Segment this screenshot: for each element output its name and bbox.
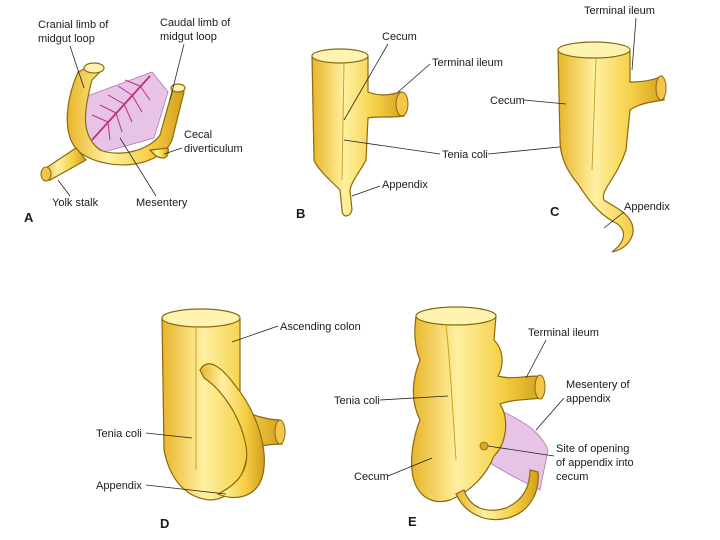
panel-c: C Terminal ileum Cecum Appendix bbox=[490, 5, 670, 253]
cecum-top-b bbox=[311, 48, 369, 64]
label-cranial-limb-2: midgut loop bbox=[38, 33, 95, 45]
label-appendix-b: Appendix bbox=[382, 179, 428, 191]
label-tenia-coli-bc: Tenia coli bbox=[442, 149, 488, 161]
label-caudal-limb-1: Caudal limb of bbox=[160, 17, 231, 29]
label-mesentery-appendix-2: appendix bbox=[566, 393, 611, 405]
label-terminal-ileum-b: Terminal ileum bbox=[432, 57, 503, 69]
ileum-end-e bbox=[534, 374, 546, 400]
label-terminal-ileum-c: Terminal ileum bbox=[584, 5, 655, 17]
colon-shape-d bbox=[161, 317, 283, 501]
cecum-top-c bbox=[557, 41, 631, 59]
label-ascending-colon: Ascending colon bbox=[280, 321, 361, 333]
label-cecal-diverticulum-1: Cecal bbox=[184, 129, 212, 141]
cecum-shape-c bbox=[557, 49, 665, 253]
cranial-limb-end bbox=[83, 62, 105, 74]
label-cecum-b: Cecum bbox=[382, 31, 417, 43]
cecum-shape-b bbox=[311, 55, 405, 217]
label-cecal-diverticulum-2: diverticulum bbox=[184, 143, 243, 155]
panel-a: A Cranial limb of midgut loop Caudal lim… bbox=[24, 17, 243, 225]
panel-e: E Terminal ileum Mesentery of appendix T… bbox=[334, 306, 634, 529]
label-site-opening-1: Site of opening bbox=[556, 443, 629, 455]
panel-letter-a: A bbox=[24, 210, 34, 225]
colon-shape-e bbox=[411, 315, 543, 502]
ileum-end-b bbox=[395, 91, 409, 117]
label-tenia-coli-e: Tenia coli bbox=[334, 395, 380, 407]
panel-letter-e: E bbox=[408, 514, 417, 529]
mesentery-vessels bbox=[91, 75, 151, 141]
yolk-stalk-end bbox=[40, 166, 52, 182]
label-site-opening-3: cecum bbox=[556, 471, 588, 483]
label-caudal-limb-2: midgut loop bbox=[160, 31, 217, 43]
ileum-end-c bbox=[655, 75, 667, 101]
label-yolk-stalk: Yolk stalk bbox=[52, 197, 99, 209]
label-cecum-e: Cecum bbox=[354, 471, 389, 483]
panel-letter-d: D bbox=[160, 516, 169, 531]
colon-top-d bbox=[161, 308, 241, 328]
label-appendix-c: Appendix bbox=[624, 201, 670, 213]
label-appendix-d: Appendix bbox=[96, 480, 142, 492]
label-site-opening-2: of appendix into bbox=[556, 457, 634, 469]
ileum-end-d bbox=[274, 419, 286, 445]
panel-letter-b: B bbox=[296, 206, 305, 221]
label-tenia-coli-d: Tenia coli bbox=[96, 428, 142, 440]
colon-top-e bbox=[415, 306, 497, 326]
panel-letter-c: C bbox=[550, 204, 560, 219]
cecal-diverticulum-shape bbox=[148, 147, 169, 159]
label-cranial-limb-1: Cranial limb of bbox=[38, 19, 109, 31]
label-mesentery-appendix-1: Mesentery of bbox=[566, 379, 631, 391]
appendix-opening-site bbox=[479, 441, 489, 451]
panel-d: D Ascending colon Tenia coli Appendix bbox=[96, 308, 361, 531]
panel-b: B Cecum Terminal ileum Tenia coli Append… bbox=[296, 31, 591, 221]
caudal-limb-end bbox=[170, 83, 186, 93]
label-terminal-ileum-e: Terminal ileum bbox=[528, 327, 599, 339]
appendix-d-shape bbox=[199, 363, 265, 498]
label-cecum-c: Cecum bbox=[490, 95, 525, 107]
label-mesentery: Mesentery bbox=[136, 197, 188, 209]
appendix-e-shape bbox=[455, 469, 539, 521]
